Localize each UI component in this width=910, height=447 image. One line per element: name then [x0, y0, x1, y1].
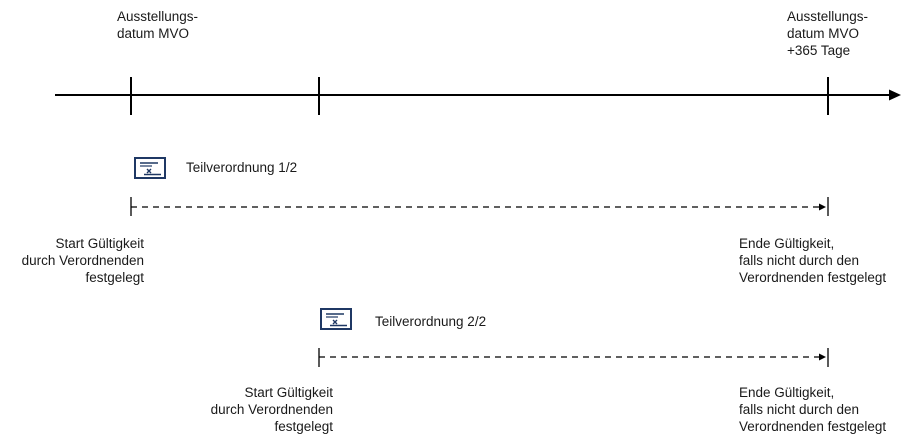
- prescription-icon: [134, 157, 166, 179]
- prescription-2-title: Teilverordnung 2/2: [375, 314, 487, 329]
- timeline-start-label: Ausstellungs- datum MVO: [117, 9, 199, 41]
- timeline-end-label: Ausstellungs- datum MVO +365 Tage: [787, 9, 869, 58]
- prescription-2-start-label: Start Gültigkeit durch Verordnenden fest…: [210, 385, 333, 434]
- prescription-2-end-label: Ende Gültigkeit, falls nicht durch den V…: [739, 385, 887, 434]
- prescription-1-end-label: Ende Gültigkeit, falls nicht durch den V…: [739, 236, 887, 285]
- period-1-arrowhead: [819, 203, 826, 211]
- timeline-arrowhead: [889, 89, 901, 101]
- prescription-1-start-label: Start Gültigkeit durch Verordnenden fest…: [21, 236, 144, 285]
- period-2-arrowhead: [819, 353, 826, 361]
- prescription-icon: [320, 308, 352, 330]
- prescription-1-title: Teilverordnung 1/2: [186, 160, 298, 175]
